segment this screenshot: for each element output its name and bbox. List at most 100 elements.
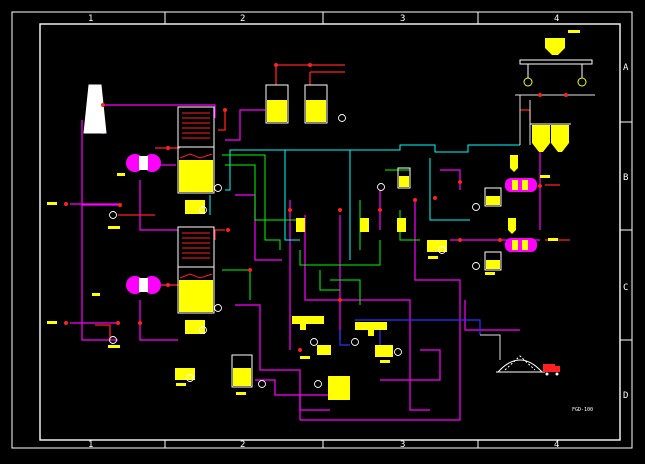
heat-exchanger-icon [126, 276, 161, 294]
col-label-bottom-1: 1 [88, 440, 93, 450]
row-label-D: D [623, 391, 628, 401]
tag-mark [108, 226, 120, 229]
tower-icon [177, 226, 215, 314]
pump-icon [214, 304, 222, 312]
tag-mark [47, 321, 57, 324]
white-piping [480, 59, 595, 360]
tag-mark [108, 345, 120, 348]
truck-icon [543, 364, 560, 376]
tag-mark [548, 238, 558, 241]
valve-icon [458, 180, 462, 184]
col-label-top-2: 2 [240, 14, 245, 24]
pump-icon [310, 338, 318, 346]
valve-icon [288, 208, 292, 212]
row-label-C: C [623, 283, 628, 293]
col-label-bottom-4: 4 [554, 440, 559, 450]
valve-icon [166, 146, 170, 150]
col-label-bottom-2: 2 [240, 440, 245, 450]
tag-mark [117, 173, 125, 176]
valve-icon [64, 202, 68, 206]
valve-icon [538, 184, 542, 188]
col-label-top-4: 4 [554, 14, 559, 24]
chimney-icon [83, 84, 107, 134]
pump-icon [186, 374, 194, 382]
green-piping [222, 154, 420, 305]
valve-icon [138, 321, 142, 325]
valve-icon [338, 208, 342, 212]
pump-icon [258, 380, 266, 388]
tag-mark [568, 30, 580, 33]
pump-icon [338, 114, 346, 122]
silo-icon [519, 38, 593, 87]
valve-icon [64, 321, 68, 325]
cyan-piping [209, 144, 520, 260]
pumps [109, 114, 480, 388]
pump-icon [472, 203, 480, 211]
col-label-bottom-3: 3 [400, 440, 405, 450]
heat-exchanger-icon [126, 154, 161, 172]
tag-mark [380, 360, 390, 363]
valve-icon [308, 63, 312, 67]
row-label-A: A [623, 63, 629, 73]
valve-icon [298, 348, 302, 352]
pile-icon [496, 355, 545, 373]
pump-icon [472, 262, 480, 270]
tank-icon [265, 84, 328, 124]
tank-icon [484, 155, 518, 271]
tower-icon [177, 106, 215, 194]
valve-icon [338, 298, 342, 302]
tag-mark [176, 383, 186, 386]
valves [64, 63, 568, 352]
valve-icon [274, 63, 278, 67]
valve-icon [433, 196, 437, 200]
inner-border [39, 23, 621, 441]
col-label-top-3: 3 [400, 14, 405, 24]
pump-icon [199, 206, 207, 214]
valve-icon [498, 238, 502, 242]
valve-icon [223, 108, 227, 112]
pump-icon [314, 380, 322, 388]
valve-icon [118, 203, 122, 207]
col-label-top-1: 1 [88, 14, 93, 24]
pump-icon [214, 184, 222, 192]
drawing-frame [11, 11, 633, 449]
tag-mark [428, 256, 438, 259]
pump-icon [351, 338, 359, 346]
tag-mark [47, 202, 57, 205]
valve-icon [538, 93, 542, 97]
magenta-piping [70, 104, 541, 421]
valve-icon [101, 103, 105, 107]
valve-icon [166, 283, 170, 287]
pump-icon [394, 348, 402, 356]
mill-icon [505, 178, 537, 192]
belt-filter-icon [292, 316, 387, 336]
tag-mark [300, 356, 310, 359]
pump-icon [109, 336, 117, 344]
pump-icon [438, 246, 446, 254]
tag-mark [236, 392, 246, 395]
row-label-B: B [623, 173, 628, 183]
valve-icon [248, 268, 252, 272]
valve-icon [413, 198, 417, 202]
pump-icon [199, 326, 207, 334]
valve-icon [564, 93, 568, 97]
outer-border [11, 11, 633, 449]
tag-mark [485, 272, 495, 275]
mill-icon [505, 238, 537, 252]
pump-icon [109, 211, 117, 219]
tag-mark [92, 293, 100, 296]
tag-marks [47, 30, 580, 395]
pump-icon [377, 183, 385, 191]
valve-icon [378, 208, 382, 212]
grid-labels: 1 2 3 4 1 2 3 4 A B C D [88, 14, 629, 450]
tank-icon [296, 167, 411, 232]
tank-icon [175, 200, 447, 400]
drawing-code: FGD-100 [572, 407, 593, 413]
valve-icon [458, 238, 462, 242]
hopper-icon [530, 123, 571, 152]
valve-icon [116, 321, 120, 325]
tag-mark [540, 175, 550, 178]
valve-icon [226, 228, 230, 232]
